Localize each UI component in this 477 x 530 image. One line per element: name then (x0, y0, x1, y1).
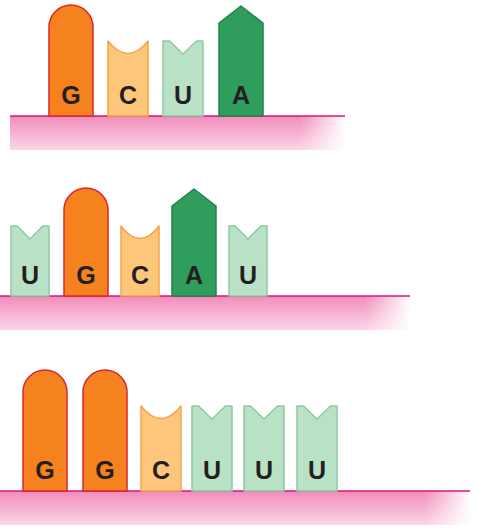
nucleotide-tab: C (140, 405, 182, 491)
base-letter: U (191, 458, 233, 483)
base-letter: G (22, 458, 68, 483)
base-letter: C (107, 83, 149, 108)
base-letter: U (162, 83, 204, 108)
nucleotide-tab: A (218, 5, 264, 116)
backbone-band (0, 490, 471, 526)
base-letter: G (63, 263, 109, 288)
base-letter: U (10, 263, 50, 288)
nucleotide-tab: G (48, 5, 94, 116)
nucleotide-tab: C (107, 40, 149, 116)
nucleotide-tab: U (296, 405, 338, 491)
base-letter: A (218, 83, 264, 108)
base-letter: G (48, 83, 94, 108)
base-letter: C (120, 263, 160, 288)
nucleotide-tab: U (243, 405, 285, 491)
backbone-band (10, 115, 346, 151)
nucleotide-tab: U (162, 40, 204, 116)
backbone-band (0, 295, 411, 331)
nucleotide-tab: C (120, 225, 160, 296)
base-letter: U (228, 263, 268, 288)
base-letter: C (140, 458, 182, 483)
nucleotide-tab: U (228, 225, 268, 296)
nucleotide-tab: G (82, 370, 128, 491)
nucleotide-tab: U (10, 225, 50, 296)
base-letter: G (82, 458, 128, 483)
nucleotide-tab: A (171, 188, 217, 296)
base-letter: U (296, 458, 338, 483)
nucleotide-tab: U (191, 405, 233, 491)
nucleotide-tab: G (63, 188, 109, 296)
base-letter: A (171, 263, 217, 288)
nucleotide-tab: G (22, 370, 68, 491)
base-letter: U (243, 458, 285, 483)
